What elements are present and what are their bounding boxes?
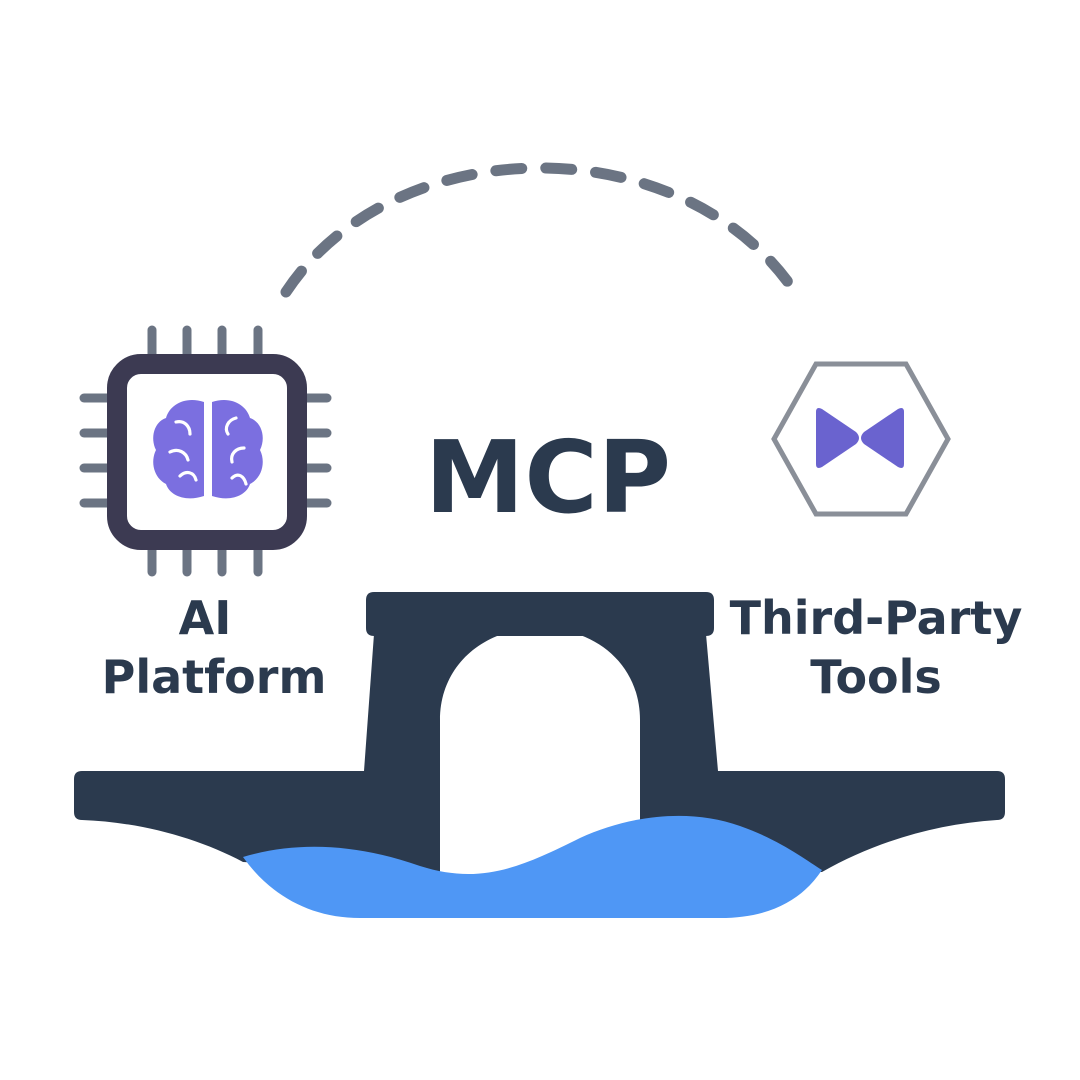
dashed-connector-arc bbox=[280, 162, 801, 298]
third-party-label-line2: Tools bbox=[810, 650, 942, 704]
bridge-illustration bbox=[74, 592, 1005, 918]
bridge-cap bbox=[366, 592, 714, 636]
brain-chip-icon bbox=[79, 325, 332, 577]
bowtie-icon bbox=[816, 408, 904, 468]
third-party-label-line1: Third-Party bbox=[730, 591, 1023, 645]
bridge-deck bbox=[74, 628, 1005, 872]
ai-platform-label-line2: Platform bbox=[102, 650, 327, 704]
hexagon-tools-icon bbox=[771, 361, 951, 517]
water-wave bbox=[243, 815, 822, 918]
ai-platform-label-line1: AI bbox=[179, 591, 232, 645]
diagram-title: MCP bbox=[425, 419, 671, 536]
brain-icon bbox=[153, 399, 263, 499]
